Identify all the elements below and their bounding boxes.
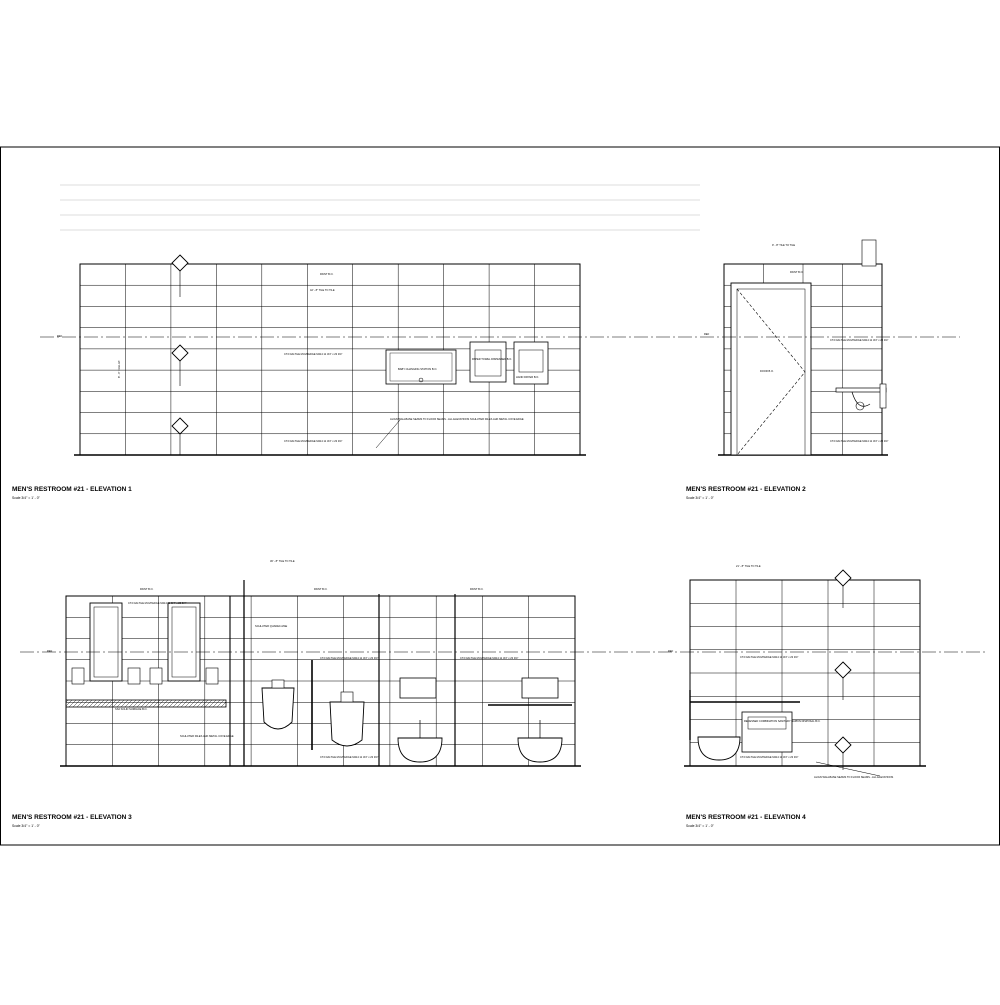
e4-recessed-label: RECESSED COMBINATION SANITARY NAPKIN DIS…: [744, 719, 821, 723]
e1-paint-note: PAINT B.O.: [320, 272, 334, 276]
e3-tile-note-c: CT2 DALTILE MULTIEDGE M414 11 3/4" x 23 …: [460, 656, 518, 660]
e4-tile-note-lower: CT2 DALTILE MULTIEDGE M414 11 3/4" x 23 …: [740, 755, 798, 759]
e2-tile-note-lower: CT2 DALTILE MULTIEDGE M414 11 3/4" x 23 …: [830, 439, 888, 443]
e3-schluter-bottom: SCHLUTER DILEX-AHK METAL COVE EDGE: [180, 734, 234, 738]
elevation-1: PAINT B.O. 42' - 8" TILE TO TILE CT2 DAL…: [12, 254, 586, 500]
soap-dispenser-2: [127, 667, 141, 685]
e1-title: MEN'S RESTROOM #21 - ELEVATION 1: [12, 486, 132, 493]
e1-schluter-note: SCHLUTER DILEX-AHK METAL COVE EDGE: [470, 417, 524, 421]
e4-tile-to-tile: 21' - 8" TILE TO TILE: [736, 564, 761, 568]
e1-ref-mark: REF: [57, 334, 63, 338]
elevation-1-callouts: [171, 254, 189, 455]
e1-scale: Scale 3/4" = 1' - 0": [12, 496, 41, 500]
e2-ref-mark: REF: [704, 332, 710, 336]
e4-scale: Scale 3/4" = 1' - 0": [686, 824, 715, 828]
soap-dispenser-4: [205, 667, 219, 685]
e3-solid-surface-label: SS2 SOLID SURFACE B.O.: [115, 707, 148, 711]
solid-surface-counter: [65, 699, 227, 708]
elevation-4-tile-grid: [684, 579, 926, 767]
e2-tile-to-tile: 9' - 8" TILE TO TILE: [772, 243, 795, 247]
elevation-4-callouts: [834, 569, 852, 770]
elevation-4: 21' - 8" TILE TO TILE CT2 DALTILE MULTIE…: [668, 564, 926, 828]
e3-title: MEN'S RESTROOM #21 - ELEVATION 3: [12, 814, 132, 821]
e3-tile-note-b: CT2 DALTILE MULTIEDGE M414 11 3/4" x 23 …: [320, 656, 378, 660]
e4-ref-mark: REF: [668, 649, 674, 653]
urinal-1: [261, 687, 295, 730]
e1-tile-to-tile: 42' - 8" TILE TO TILE: [310, 288, 335, 292]
flush-plate-1: [399, 677, 437, 699]
wall-hung-toilet-1: [397, 737, 443, 763]
elevation-2: 9' - 8" TILE TO TILE PAINT B.O. DOOR B.O…: [686, 239, 888, 500]
e2-title: MEN'S RESTROOM #21 - ELEVATION 2: [686, 486, 806, 493]
urinal-2: [329, 701, 365, 747]
elevation-3: 30' - 8" TILE TO TILE PAINT B.O. PAINT B…: [12, 559, 581, 828]
hand-dryer: [513, 341, 549, 385]
mirror-left: [89, 602, 123, 682]
e1-tile-note-upper: CT2 DALTILE MULTIEDGE M414 11 3/4" x 23 …: [284, 352, 342, 356]
e1-tile-note-lower: CT2 DALTILE MULTIEDGE M414 11 3/4" x 23 …: [284, 439, 342, 443]
e3-paint-note: PAINT B.O.: [470, 587, 484, 591]
e2-scale: Scale 3/4" = 1' - 0": [686, 496, 715, 500]
e3-paint-right: PAINT B.O.: [314, 587, 328, 591]
e1-hand-dryer-label: HAND DRYER B.O.: [516, 375, 539, 379]
e3-tile-to-tile: 30' - 8" TILE TO TILE: [270, 559, 295, 563]
flush-plate-2: [521, 677, 559, 699]
e2-paint-note: PAINT B.O.: [790, 270, 804, 274]
paper-towel-dispenser: [469, 341, 507, 383]
baby-changing-station: [385, 349, 457, 385]
soap-dispenser-3: [149, 667, 163, 685]
wall-hung-toilet-3: [697, 736, 741, 761]
e4-align-note: ALIGN WALLBASE SEAMS TO FLOOR SEAMS - AL…: [814, 775, 893, 779]
e1-dispenser-label: PAPER TOWEL DISPENSER B.O.: [472, 357, 512, 361]
e1-align-note: ALIGN WALLBASE SEAMS TO FLOOR SEAMS - AL…: [390, 417, 469, 421]
e1-height-label: 8' - 0" FULL HT.: [117, 360, 121, 378]
e2-door-label: DOOR B.O.: [760, 369, 774, 373]
e3-ref-mark: REF: [47, 649, 53, 653]
e3-tile-note-d: CT2 DALTILE MULTIEDGE M414 11 3/4" x 23 …: [320, 755, 378, 759]
e3-paint-left: PAINT B.O.: [140, 587, 154, 591]
e4-tile-note-upper: CT2 DALTILE MULTIEDGE M414 11 3/4" x 23 …: [740, 655, 798, 659]
door: [730, 282, 812, 456]
recessed-disposal: [741, 711, 793, 753]
soap-dispenser-1: [71, 667, 85, 685]
mirror-right: [167, 602, 201, 682]
e3-tile-note-a: CT2 DALTILE MULTIEDGE M414 11 3/4" x 23 …: [128, 601, 186, 605]
ghost-dimension-lines: [60, 184, 700, 231]
grab-bar: [835, 387, 887, 393]
e1-baby-station-label: BABY CHANGING STATION B.O.: [398, 367, 437, 371]
e4-title: MEN'S RESTROOM #21 - ELEVATION 4: [686, 814, 806, 821]
e2-tile-note-upper: CT2 DALTILE MULTIEDGE M414 11 3/4" x 23 …: [830, 338, 888, 342]
reference-centerlines: [20, 336, 985, 653]
wall-hung-toilet-2: [517, 737, 563, 763]
e3-schluter-top: SCHLUTER QUADEC-MAE: [255, 624, 288, 628]
e3-scale: Scale 3/4" = 1' - 0": [12, 824, 41, 828]
sink-trap: [851, 391, 871, 407]
